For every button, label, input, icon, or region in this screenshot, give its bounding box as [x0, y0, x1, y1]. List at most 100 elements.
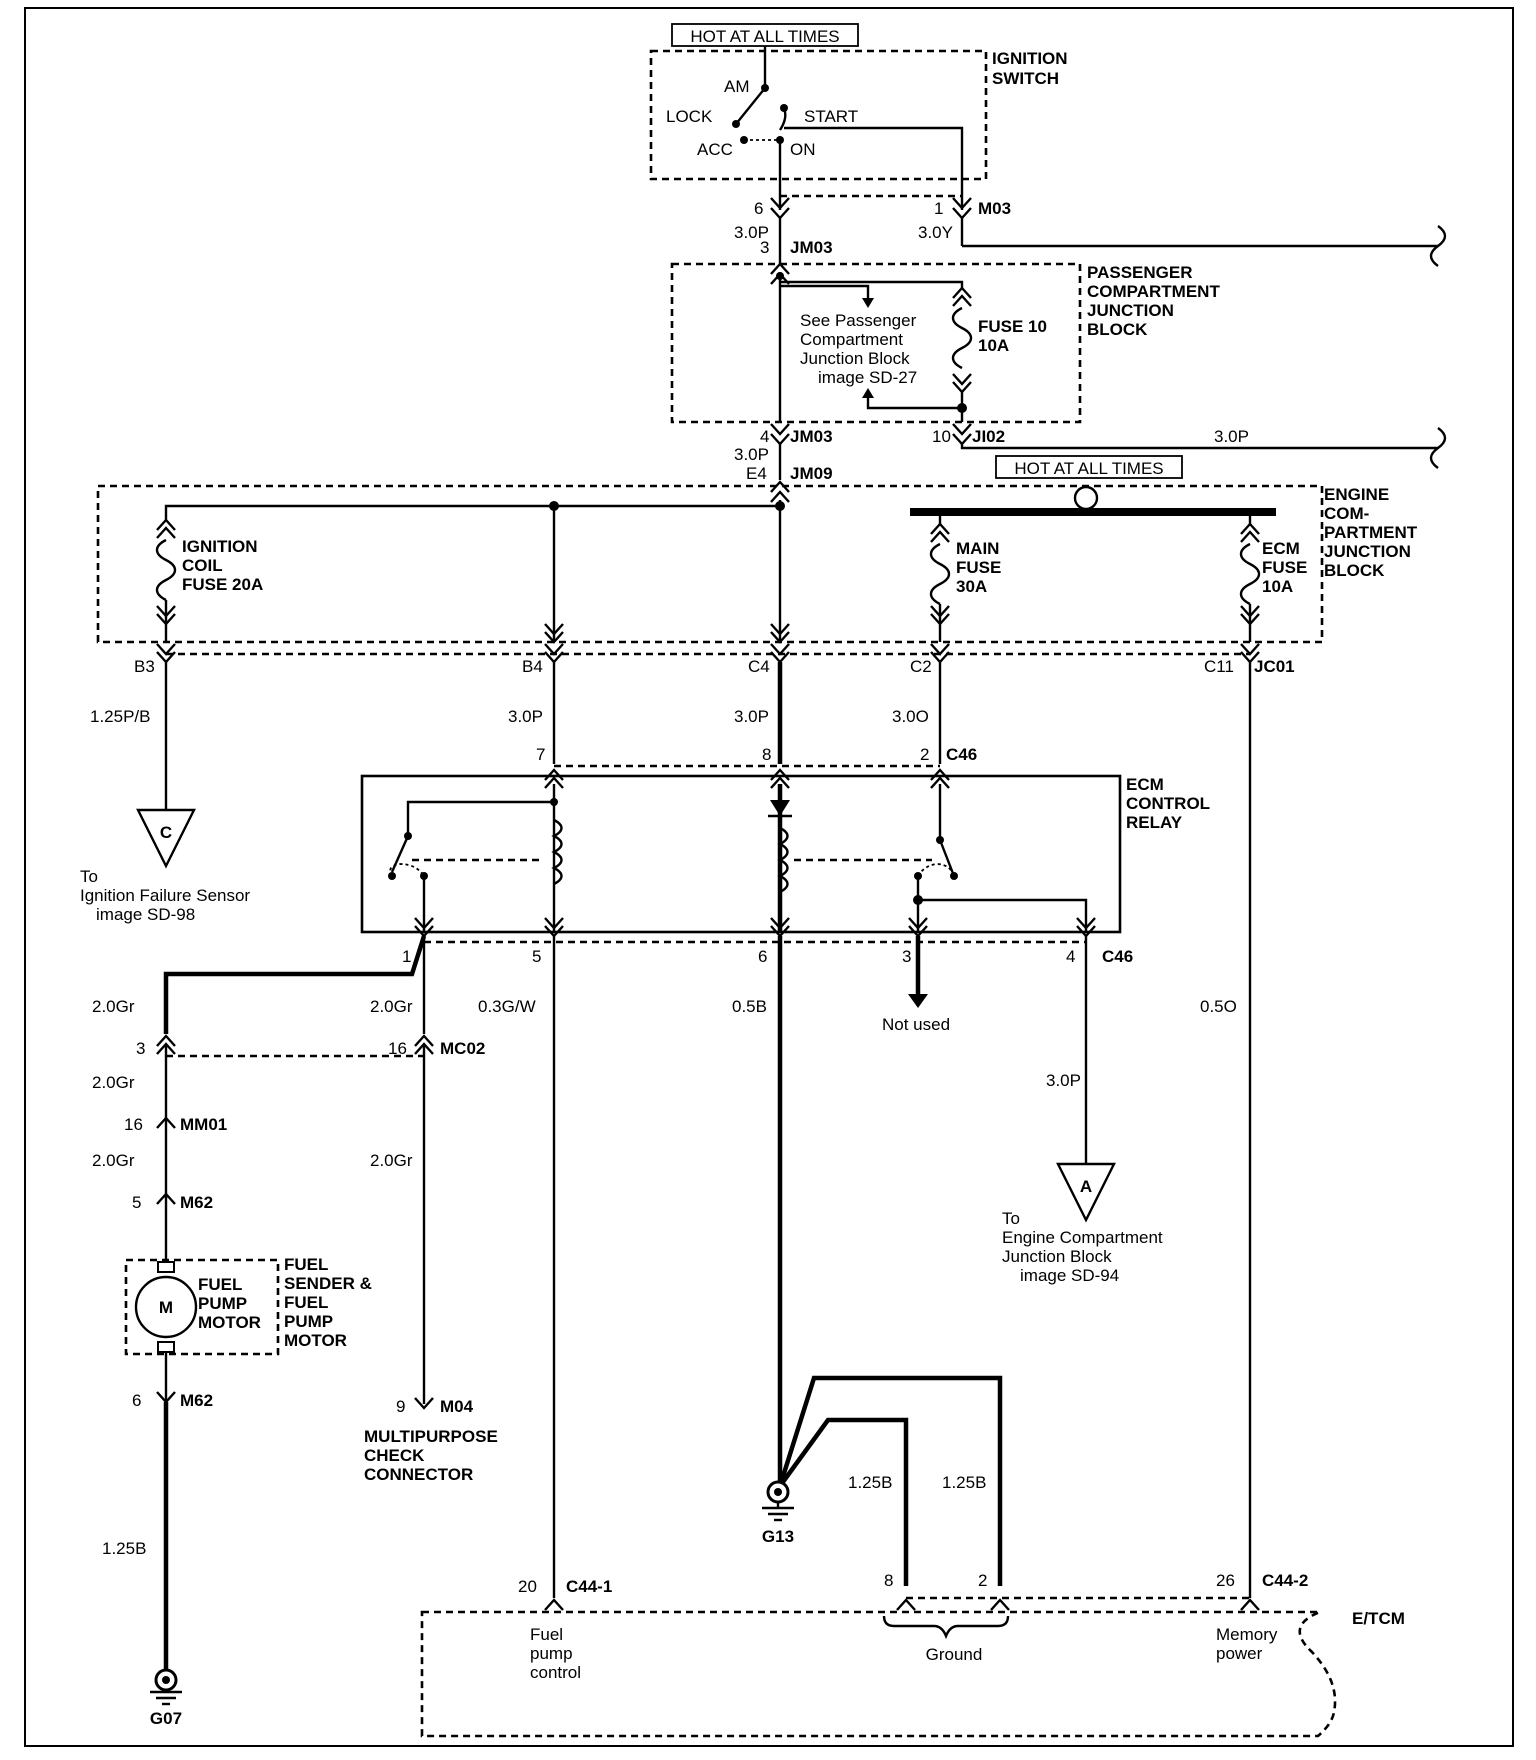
- svg-text:3.0Y: 3.0Y: [918, 223, 953, 242]
- svg-text:3.0P: 3.0P: [508, 707, 543, 726]
- svg-text:IGNITION: IGNITION: [182, 537, 258, 556]
- svg-text:26: 26: [1216, 1571, 1235, 1590]
- svg-text:3: 3: [760, 238, 769, 257]
- svg-text:G07: G07: [150, 1709, 182, 1728]
- svg-text:BLOCK: BLOCK: [1324, 561, 1385, 580]
- ground-g13: G13: [762, 1480, 794, 1546]
- passenger-compartment-junction-block: PASSENGER COMPARTMENT JUNCTION BLOCK See…: [670, 262, 1220, 424]
- svg-text:MOTOR: MOTOR: [198, 1313, 261, 1332]
- svg-text:0.5B: 0.5B: [732, 997, 767, 1016]
- svg-text:MULTIPURPOSE: MULTIPURPOSE: [364, 1427, 498, 1446]
- svg-text:RELAY: RELAY: [1126, 813, 1183, 832]
- svg-text:FUSE: FUSE: [1262, 558, 1307, 577]
- svg-text:9: 9: [396, 1397, 405, 1416]
- svg-text:2.0Gr: 2.0Gr: [92, 1073, 135, 1092]
- ignition-switch: IGNITION SWITCH AM LOCK START ACC ON: [649, 46, 1068, 210]
- svg-text:MC02: MC02: [440, 1039, 485, 1058]
- svg-text:CONNECTOR: CONNECTOR: [364, 1465, 473, 1484]
- svg-text:20: 20: [518, 1577, 537, 1596]
- svg-text:JM03: JM03: [790, 238, 833, 257]
- svg-text:3.0P: 3.0P: [734, 445, 769, 464]
- svg-text:Junction Block: Junction Block: [800, 349, 910, 368]
- svg-text:3.0O: 3.0O: [892, 707, 929, 726]
- svg-text:JC01: JC01: [1254, 657, 1295, 676]
- svg-text:10A: 10A: [978, 336, 1009, 355]
- svg-text:image SD-27: image SD-27: [818, 368, 917, 387]
- svg-text:START: START: [804, 107, 858, 126]
- svg-text:JI02: JI02: [972, 427, 1005, 446]
- svg-text:C: C: [160, 823, 172, 842]
- svg-text:COIL: COIL: [182, 556, 223, 575]
- svg-text:MOTOR: MOTOR: [284, 1331, 347, 1350]
- svg-text:SENDER &: SENDER &: [284, 1274, 372, 1293]
- svg-text:1.25P/B: 1.25P/B: [90, 707, 151, 726]
- svg-text:image SD-98: image SD-98: [96, 905, 195, 924]
- svg-text:3.0P: 3.0P: [1214, 427, 1249, 446]
- connector-jc01: B3 B4 C4 C2 C11 JC01: [134, 642, 1295, 676]
- svg-text:2.0Gr: 2.0Gr: [370, 997, 413, 1016]
- wire-break-top: [1429, 225, 1447, 267]
- svg-text:6: 6: [758, 947, 767, 966]
- svg-text:6: 6: [754, 199, 763, 218]
- wire-1.25b-g13-2: [777, 1375, 1003, 1586]
- svg-text:Ground: Ground: [926, 1645, 983, 1664]
- engine-compartment-junction-block: ENGINE COM- PARTMENT JUNCTION BLOCK IGNI…: [96, 484, 1418, 644]
- svg-text:See Passenger: See Passenger: [800, 311, 917, 330]
- svg-text:HOT AT ALL TIMES: HOT AT ALL TIMES: [1014, 459, 1163, 478]
- svg-text:B3: B3: [134, 657, 155, 676]
- connector-jm03-top: 3 JM03: [760, 238, 833, 286]
- connector-mm01: 16 MM01: [124, 1115, 227, 1134]
- svg-text:CHECK: CHECK: [364, 1446, 425, 1465]
- svg-text:1: 1: [934, 199, 943, 218]
- svg-text:FUSE 20A: FUSE 20A: [182, 575, 263, 594]
- connector-c46-bottom: 1 5 6 3 4 C46: [402, 916, 1133, 966]
- svg-text:Fuel: Fuel: [530, 1625, 563, 1644]
- svg-text:C2: C2: [910, 657, 932, 676]
- svg-text:C44-2: C44-2: [1262, 1571, 1308, 1590]
- svg-text:CONTROL: CONTROL: [1126, 794, 1210, 813]
- svg-text:3.0P: 3.0P: [734, 223, 769, 242]
- svg-text:To: To: [1002, 1209, 1020, 1228]
- svg-text:3.0P: 3.0P: [1046, 1071, 1081, 1090]
- svg-text:0.5O: 0.5O: [1200, 997, 1237, 1016]
- svg-text:JM03: JM03: [790, 427, 833, 446]
- svg-text:2.0Gr: 2.0Gr: [92, 1151, 135, 1170]
- frame: [24, 7, 1514, 1747]
- svg-text:2.0Gr: 2.0Gr: [370, 1151, 413, 1170]
- svg-text:3: 3: [136, 1039, 145, 1058]
- svg-text:SWITCH: SWITCH: [992, 69, 1059, 88]
- svg-text:M03: M03: [978, 199, 1011, 218]
- svg-text:3.0P: 3.0P: [734, 707, 769, 726]
- svg-text:power: power: [1216, 1644, 1263, 1663]
- svg-text:1.25B: 1.25B: [942, 1473, 986, 1492]
- svg-text:5: 5: [132, 1193, 141, 1212]
- svg-text:Compartment: Compartment: [800, 330, 903, 349]
- svg-text:6: 6: [132, 1391, 141, 1410]
- svg-text:BLOCK: BLOCK: [1087, 320, 1148, 339]
- svg-text:C44-1: C44-1: [566, 1577, 612, 1596]
- svg-text:ACC: ACC: [697, 140, 733, 159]
- svg-text:4: 4: [1066, 947, 1075, 966]
- e-tcm-module: E/TCM Fuel pump control Ground Memory po…: [420, 1609, 1405, 1738]
- svg-text:PARTMENT: PARTMENT: [1324, 523, 1418, 542]
- svg-text:Memory: Memory: [1216, 1625, 1278, 1644]
- svg-text:image SD-94: image SD-94: [1020, 1266, 1119, 1285]
- svg-text:JM09: JM09: [790, 464, 833, 483]
- ground-g07: G07: [150, 1668, 182, 1728]
- svg-text:0.3G/W: 0.3G/W: [478, 997, 536, 1016]
- svg-text:C4: C4: [748, 657, 770, 676]
- svg-text:ENGINE: ENGINE: [1324, 485, 1389, 504]
- svg-text:JUNCTION: JUNCTION: [1087, 301, 1174, 320]
- connector-m03: 6 1 M03 3.0P 3.0Y: [734, 194, 1011, 242]
- svg-text:Engine Compartment: Engine Compartment: [1002, 1228, 1163, 1247]
- connector-mc02: 3 16 MC02: [136, 1034, 485, 1058]
- svg-text:LOCK: LOCK: [666, 107, 713, 126]
- svg-text:G13: G13: [762, 1527, 794, 1546]
- svg-text:ECM: ECM: [1262, 539, 1300, 558]
- ecm-control-relay: ECM CONTROL RELAY: [360, 774, 1210, 934]
- svg-text:Not used: Not used: [882, 1015, 950, 1034]
- svg-text:ECM: ECM: [1126, 775, 1164, 794]
- connector-c46-top: 7 8 2 C46: [536, 745, 977, 790]
- svg-text:COM-: COM-: [1324, 504, 1369, 523]
